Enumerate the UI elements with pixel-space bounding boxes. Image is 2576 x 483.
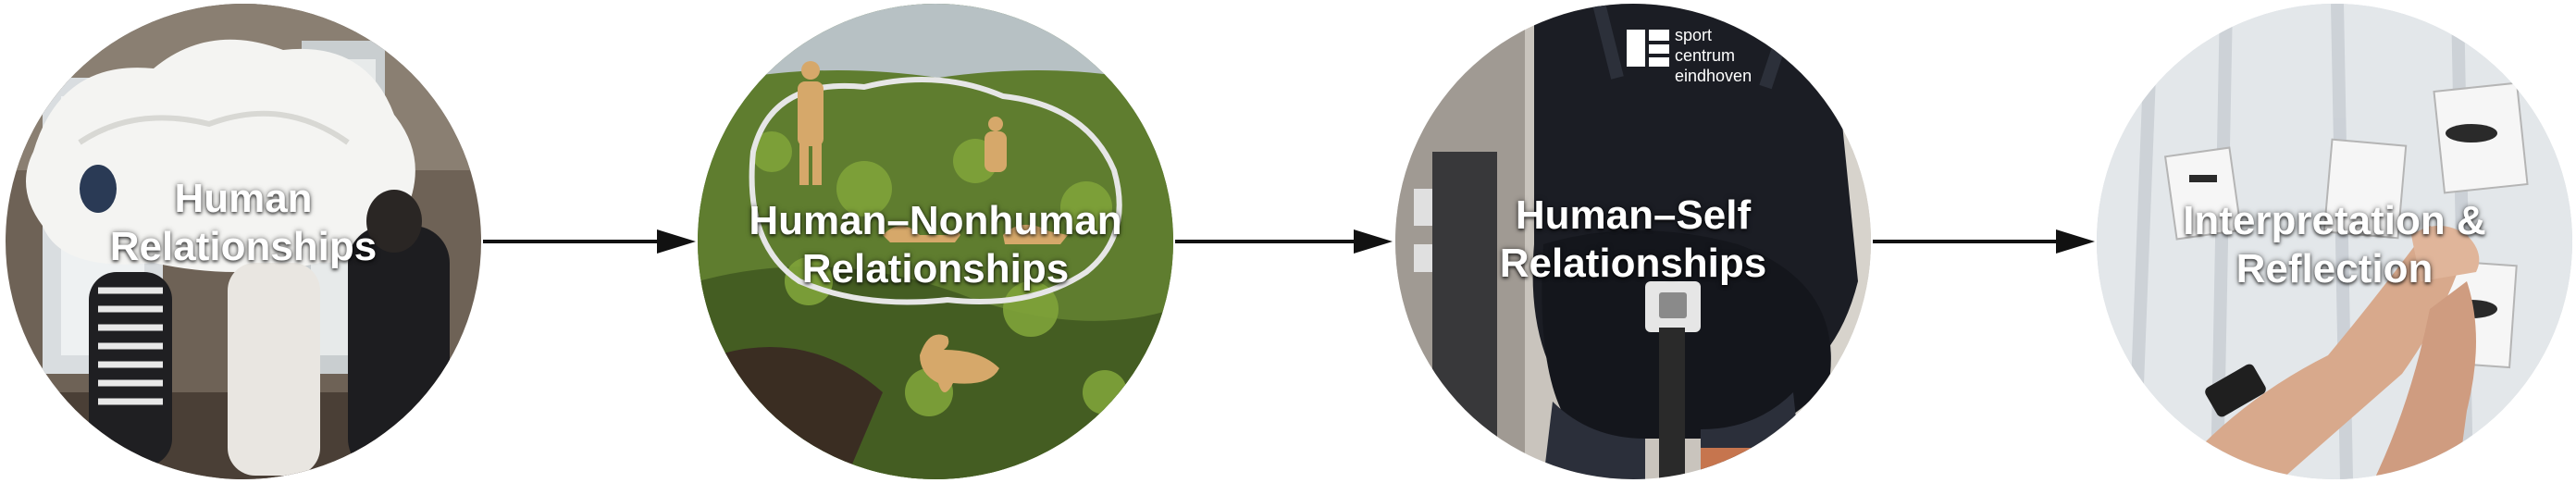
arrow-right-icon — [657, 229, 696, 254]
stage-interpretation-reflection: Interpretation & Reflection — [2097, 4, 2572, 479]
sport-centrum-logo — [1627, 30, 1669, 67]
arrow-right-icon — [1354, 229, 1393, 254]
stage-human-nonhuman-relationships: Human–Nonhuman Relationships — [698, 4, 1173, 479]
arrow-right-icon — [2056, 229, 2095, 254]
photo-moss-figures — [698, 4, 1173, 479]
photo-cloud-performance — [6, 4, 481, 479]
shirt-text-line: centrum — [1675, 46, 1735, 65]
shirt-text-line: sport — [1675, 26, 1712, 44]
photo-cyclist-sensor: sport centrum eindhoven — [1395, 4, 1871, 479]
photo-notes-wall — [2097, 4, 2572, 479]
shirt-text-line: eindhoven — [1675, 67, 1752, 85]
